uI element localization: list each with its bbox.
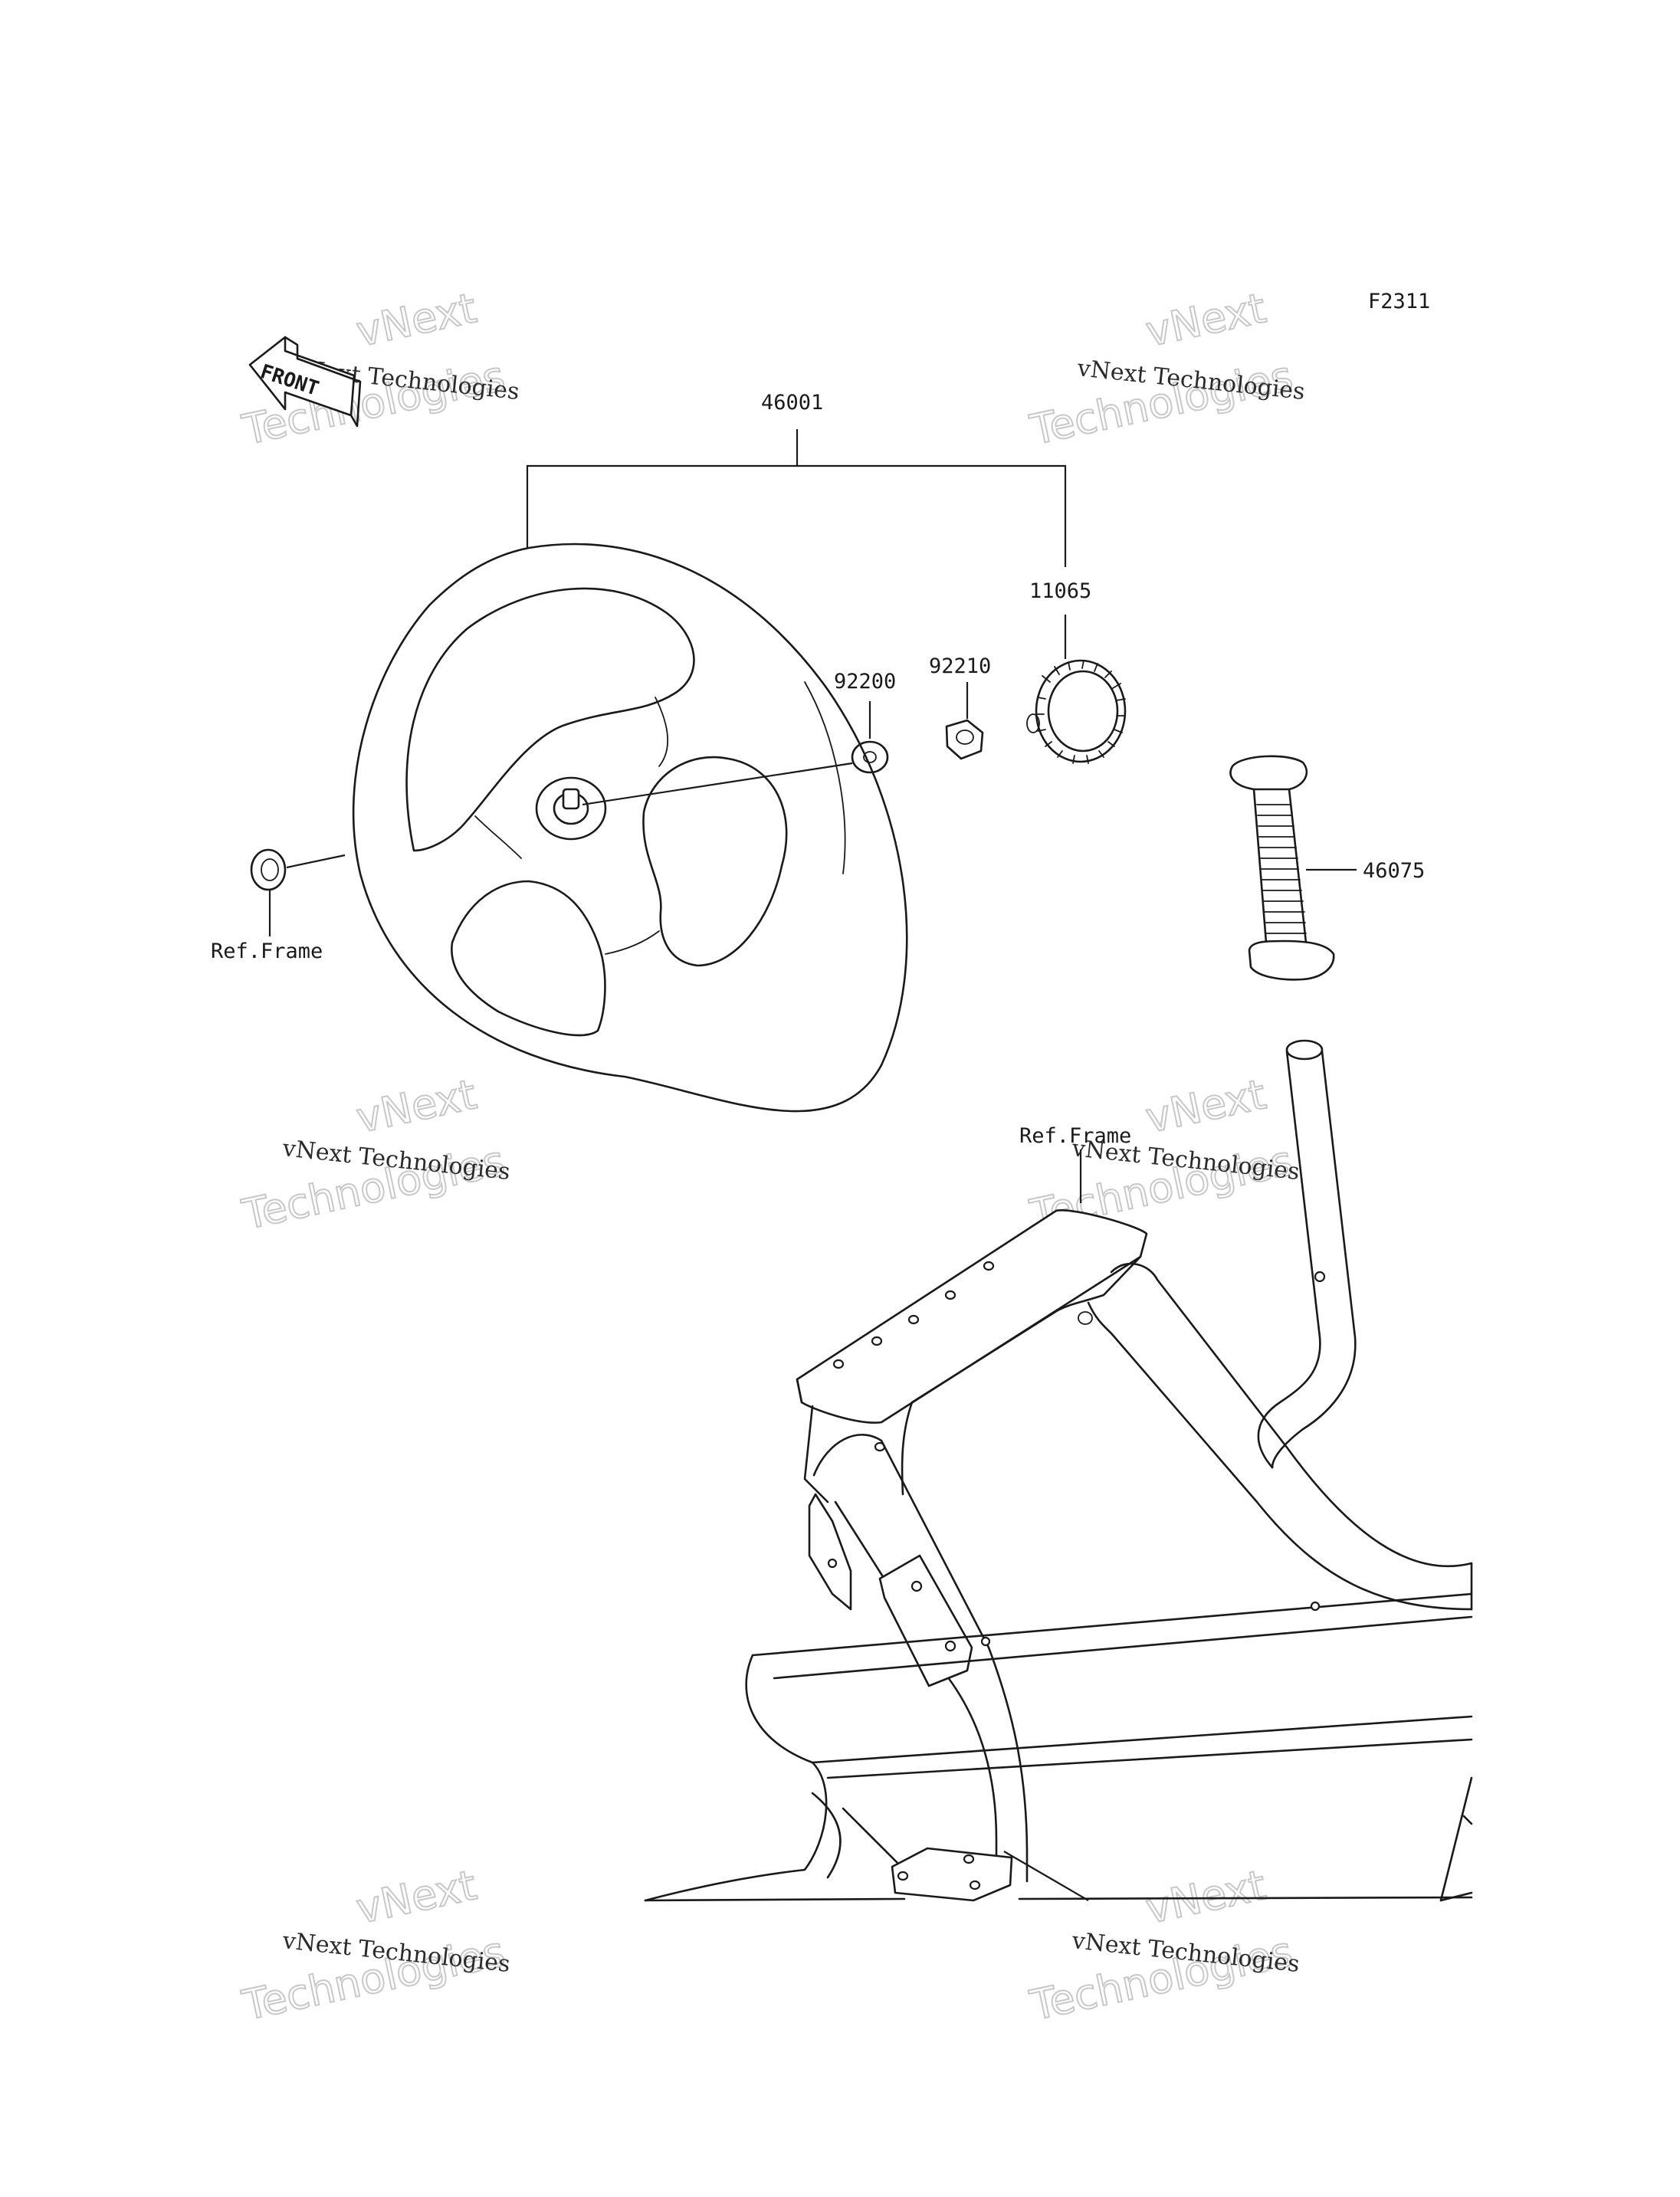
label-46001: 46001	[761, 391, 823, 415]
washer-92200: 92200	[834, 670, 896, 774]
watermark-top-right: vNext Technologies vNext Technologies	[1025, 283, 1307, 455]
label-92210: 92210	[929, 654, 991, 678]
callout-bracket-46001: 46001	[526, 391, 1067, 567]
watermarks: vNext Technologies vNext Technologies vN…	[238, 283, 1307, 2031]
grab-bar-tube	[1257, 1039, 1357, 1469]
watermark-line1: vNext	[353, 1070, 481, 1142]
ref-frame-left-washer: Ref.Frame	[211, 848, 346, 963]
watermark-line1: vNext	[353, 1861, 481, 1933]
front-direction-arrow: FRONT	[248, 336, 362, 428]
watermark-line1: vNext	[1142, 1070, 1270, 1142]
grip-46075: 46075	[1229, 755, 1425, 981]
steering-wheel	[352, 543, 908, 1113]
watermark-line1: vNext	[1142, 284, 1270, 356]
nut-92210: 92210	[929, 654, 991, 760]
figure-code: F2311	[1368, 290, 1430, 313]
ref-frame-bottom-callout: Ref.Frame	[1019, 1124, 1131, 1203]
watermark-mid-left: vNext Technologies vNext Technologies	[238, 1069, 512, 1240]
vehicle-frame	[644, 1209, 1473, 1902]
label-11065: 11065	[1029, 579, 1091, 603]
label-92200: 92200	[834, 670, 896, 694]
watermark-bottom-left: vNext Technologies vNext Technologies	[238, 1860, 512, 2031]
watermark-bottom-right: vNext Technologies vNext Technologies	[1025, 1860, 1301, 2031]
watermark-line1: vNext	[1142, 1861, 1270, 1933]
leader-hub-to-washer	[582, 762, 853, 806]
watermark-line1: vNext	[353, 284, 481, 356]
emblem-11065: 11065	[1026, 579, 1127, 764]
label-46075: 46075	[1363, 859, 1425, 883]
label-ref-frame-bottom: Ref.Frame	[1019, 1124, 1131, 1148]
label-ref-frame-left: Ref.Frame	[211, 939, 323, 963]
